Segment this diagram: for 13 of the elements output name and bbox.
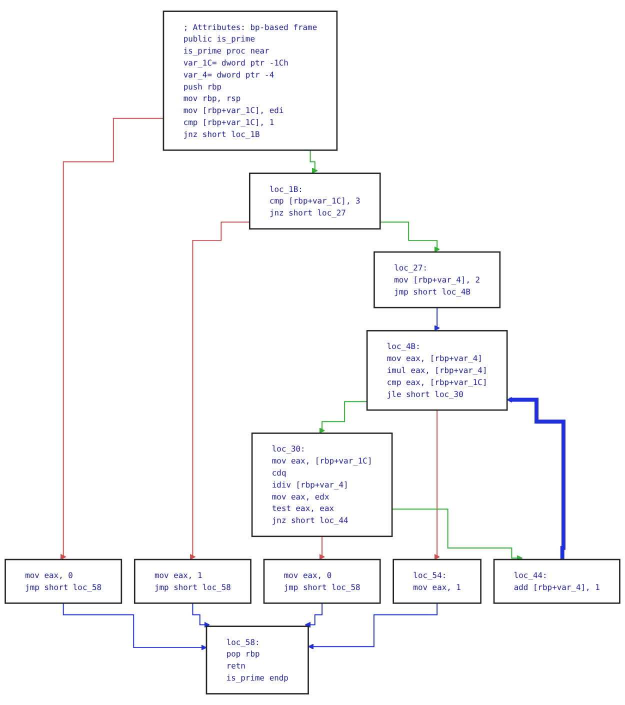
- arrow: [308, 602, 438, 650]
- arrow: [434, 307, 440, 331]
- arrow: [392, 508, 523, 561]
- arrow: [319, 536, 325, 560]
- arrow: [304, 602, 323, 628]
- arrow: [192, 602, 210, 628]
- arrow: [62, 602, 207, 650]
- arrow: [506, 396, 566, 562]
- arrow: [434, 410, 440, 560]
- arrow: [319, 401, 368, 434]
- arrow: [190, 222, 250, 560]
- arrow: [380, 222, 440, 252]
- arrow: [60, 118, 164, 560]
